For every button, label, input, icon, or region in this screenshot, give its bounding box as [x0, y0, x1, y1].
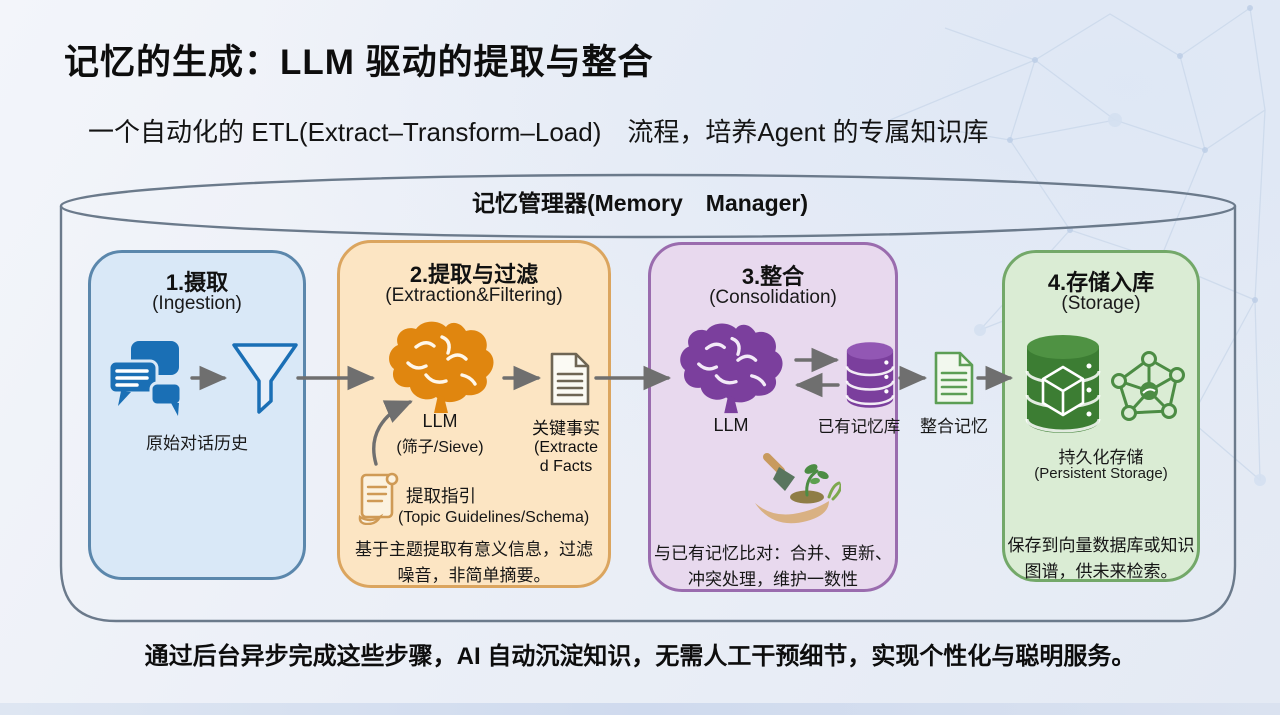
stage-consolidation-title: 3.整合	[741, 264, 805, 289]
slide-title: 记忆的生成：LLM 驱动的提取与整合	[64, 43, 654, 82]
stage-consolidation: 3.整合 (Consolidation) LLM	[648, 242, 900, 592]
stage-storage-title: 4.存储入库	[1047, 270, 1155, 295]
extracted-facts-document-icon	[550, 352, 590, 406]
consolidation-llm-label: LLM	[713, 415, 749, 435]
funnel-icon	[232, 343, 298, 414]
merged-memory-document-icon	[934, 351, 974, 405]
stage-extraction-subtitle: (Extraction&Filtering)	[385, 285, 563, 306]
stage-storage-subtitle: (Storage)	[1061, 293, 1141, 314]
storage-caption-line: 持久化存储	[1058, 448, 1144, 467]
bottom-accent-strip	[0, 703, 1280, 715]
facts-line: 关键事实	[532, 419, 600, 438]
storage-note-line: 保存到向量数据库或知识	[1007, 536, 1195, 555]
storage-caption-line: (Persistent Storage)	[1034, 465, 1168, 482]
consolidation-note-line: 冲突处理，维护一数性	[688, 570, 858, 589]
stage-ingestion-subtitle: (Ingestion)	[152, 293, 242, 314]
extraction-note-line: 噪音，非简单摘要。	[397, 566, 551, 585]
brain-icon	[389, 321, 494, 413]
stage-storage: 4.存储入库 (Storage)	[1002, 250, 1200, 582]
llm-sieve-label: LLM	[422, 411, 458, 431]
stage-extraction: 2.提取与过滤 (Extraction&Filtering) LLM (筛子/S	[337, 240, 611, 588]
existing-memory-db-label: 已有记忆库	[817, 418, 901, 436]
llm-sieve-sublabel: (筛子/Sieve)	[396, 439, 484, 456]
knowledge-graph-icon	[1111, 351, 1185, 421]
memory-manager-label: 记忆管理器(Memory Manager)	[471, 190, 809, 216]
extracted-facts-label: 关键事实 (Extracte d Facts	[518, 419, 614, 476]
stage-ingestion-title: 1.摄取	[165, 270, 229, 295]
vector-database-icon	[1025, 335, 1101, 433]
stage-consolidation-subtitle: (Consolidation)	[709, 287, 837, 308]
existing-memory-database-icon	[845, 342, 895, 408]
planting-hand-icon	[755, 453, 841, 524]
brain-icon	[680, 323, 783, 414]
consolidation-note-line: 与已有记忆比对：合并、更新、	[654, 544, 892, 563]
facts-line: (Extracte	[533, 439, 598, 456]
scroll-icon	[358, 472, 399, 525]
slide-subtitle: 一个自动化的 ETL(Extract–Transform–Load) 流程，培养…	[88, 117, 989, 147]
slide-footer: 通过后台异步完成这些步骤，AI 自动沉淀知识，无需人工干预细节，实现个性化与聪明…	[144, 643, 1136, 670]
chat-bubbles-icon	[107, 341, 183, 416]
guideline-sublabel: (Topic Guidelines/Schema)	[398, 509, 590, 526]
ingestion-caption: 原始对话历史	[146, 434, 248, 453]
extraction-note-line: 基于主题提取有意义信息，过滤	[355, 540, 593, 559]
storage-note-line: 图谱，供未来检索。	[1024, 562, 1178, 581]
guideline-label: 提取指引	[406, 486, 476, 506]
stage-extraction-title: 2.提取与过滤	[409, 262, 539, 287]
facts-line: d Facts	[539, 458, 593, 475]
merged-memory-label: 整合记忆	[920, 417, 988, 436]
stage-ingestion: 1.摄取 (Ingestion) 原始对话历史	[88, 250, 306, 580]
